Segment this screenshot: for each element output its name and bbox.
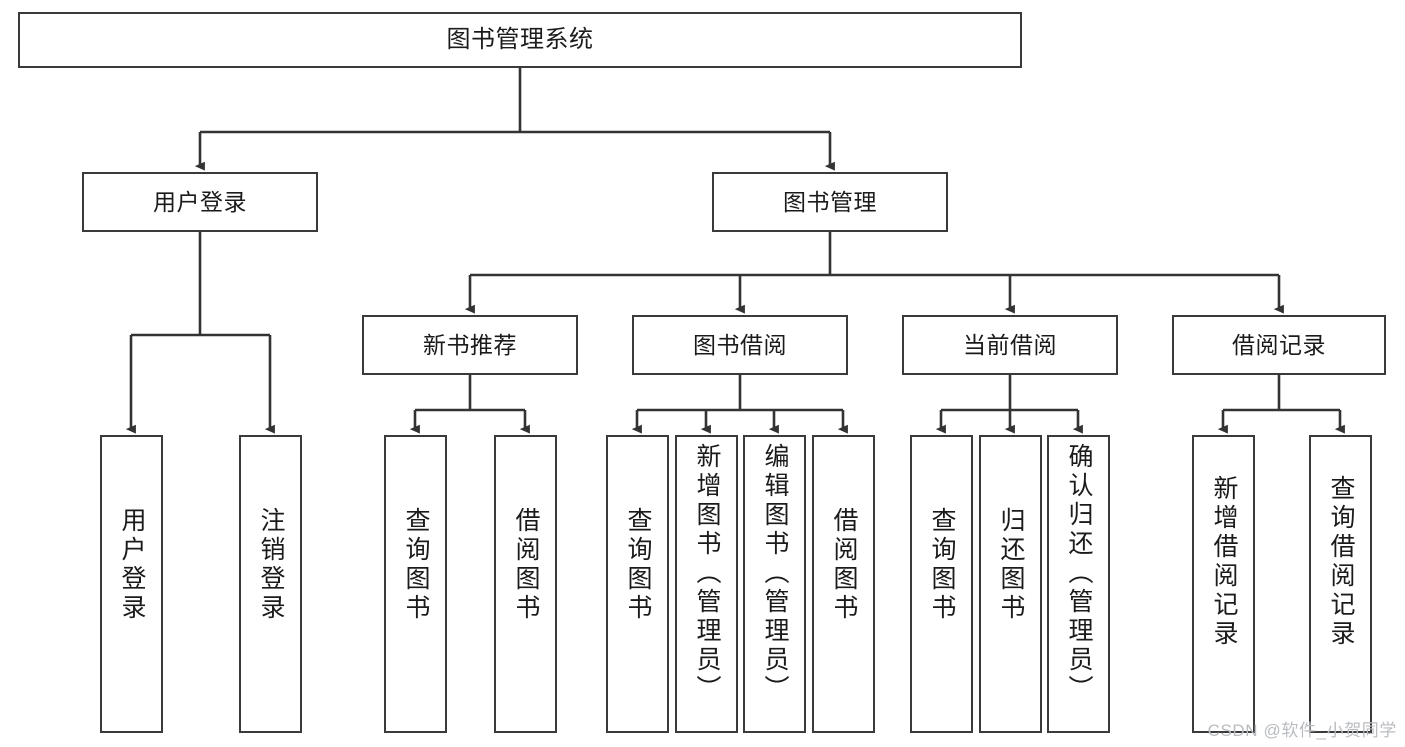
node-leaf-add-book[interactable]: 新增图书（管理员） <box>675 435 738 733</box>
node-leaf-confirm-return-label: 确认归还（管理员） <box>1065 443 1093 704</box>
node-book-borrow[interactable]: 图书借阅 <box>632 315 848 375</box>
node-book-manage[interactable]: 图书管理 <box>712 172 948 232</box>
node-root-system[interactable]: 图书管理系统 <box>18 12 1022 68</box>
node-leaf-query-book-2-label: 查询图书 <box>624 507 652 623</box>
csdn-watermark: CSDN @软件_小贺同学 <box>1207 721 1397 740</box>
node-leaf-query-book-3[interactable]: 查询图书 <box>910 435 973 733</box>
node-borrow-record[interactable]: 借阅记录 <box>1172 315 1386 375</box>
node-user-login-label: 用户登录 <box>153 188 247 215</box>
node-leaf-user-logout[interactable]: 注销登录 <box>239 435 302 733</box>
node-root-label: 图书管理系统 <box>446 26 594 54</box>
node-leaf-return-book[interactable]: 归还图书 <box>979 435 1042 733</box>
node-leaf-confirm-return[interactable]: 确认归还（管理员） <box>1047 435 1110 733</box>
node-leaf-query-record-label: 查询借阅记录 <box>1327 475 1355 649</box>
node-user-login[interactable]: 用户登录 <box>82 172 318 232</box>
node-leaf-query-book-1[interactable]: 查询图书 <box>384 435 447 733</box>
node-leaf-edit-book-label: 编辑图书（管理员） <box>761 443 789 704</box>
node-leaf-user-login[interactable]: 用户登录 <box>100 435 163 733</box>
node-leaf-edit-book[interactable]: 编辑图书（管理员） <box>743 435 806 733</box>
node-new-book-recommend-label: 新书推荐 <box>423 331 517 358</box>
node-leaf-add-record-label: 新增借阅记录 <box>1210 475 1238 649</box>
node-leaf-return-book-label: 归还图书 <box>997 507 1025 623</box>
node-leaf-add-book-label: 新增图书（管理员） <box>693 443 721 704</box>
node-leaf-query-book-2[interactable]: 查询图书 <box>606 435 669 733</box>
node-leaf-query-record[interactable]: 查询借阅记录 <box>1309 435 1372 733</box>
node-leaf-user-logout-label: 注销登录 <box>257 507 285 623</box>
node-leaf-query-book-1-label: 查询图书 <box>402 507 430 623</box>
node-book-borrow-label: 图书借阅 <box>693 331 787 358</box>
node-current-borrow[interactable]: 当前借阅 <box>902 315 1118 375</box>
node-leaf-borrow-book-1[interactable]: 借阅图书 <box>494 435 557 733</box>
node-leaf-borrow-book-2[interactable]: 借阅图书 <box>812 435 875 733</box>
node-book-manage-label: 图书管理 <box>783 188 877 215</box>
node-leaf-borrow-book-1-label: 借阅图书 <box>512 507 540 623</box>
node-borrow-record-label: 借阅记录 <box>1232 331 1326 358</box>
node-leaf-add-record[interactable]: 新增借阅记录 <box>1192 435 1255 733</box>
node-leaf-user-login-label: 用户登录 <box>118 507 146 623</box>
node-leaf-borrow-book-2-label: 借阅图书 <box>830 507 858 623</box>
node-leaf-query-book-3-label: 查询图书 <box>928 507 956 623</box>
node-new-book-recommend[interactable]: 新书推荐 <box>362 315 578 375</box>
node-current-borrow-label: 当前借阅 <box>963 331 1057 358</box>
